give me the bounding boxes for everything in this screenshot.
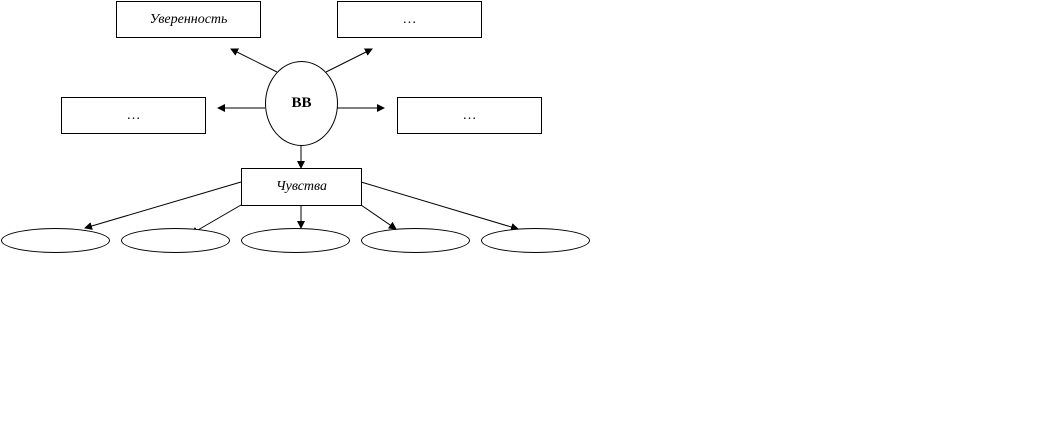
- arrow-to-leaf-1: [84, 181, 242, 230]
- box-mid-left: …: [61, 97, 206, 134]
- arrow-to-leaf-4: [360, 204, 397, 230]
- box-top-left: Уверенность: [116, 1, 261, 38]
- arrow-to-top-left: [230, 48, 278, 73]
- box-top-right: …: [337, 1, 482, 38]
- leaf-ellipse-5: [481, 228, 590, 253]
- leaf-ellipse-4: [361, 228, 470, 253]
- box-mid-right: …: [397, 97, 542, 134]
- leaf-ellipse-1: [1, 228, 110, 253]
- leaf-ellipse-3: [241, 228, 350, 253]
- leaf-ellipse-2: [121, 228, 230, 253]
- center-node: ВВ: [265, 61, 338, 146]
- arrow-to-top-right: [325, 48, 373, 73]
- arrow-to-leaf-5: [360, 181, 519, 231]
- feelings-box: Чувства: [241, 168, 362, 206]
